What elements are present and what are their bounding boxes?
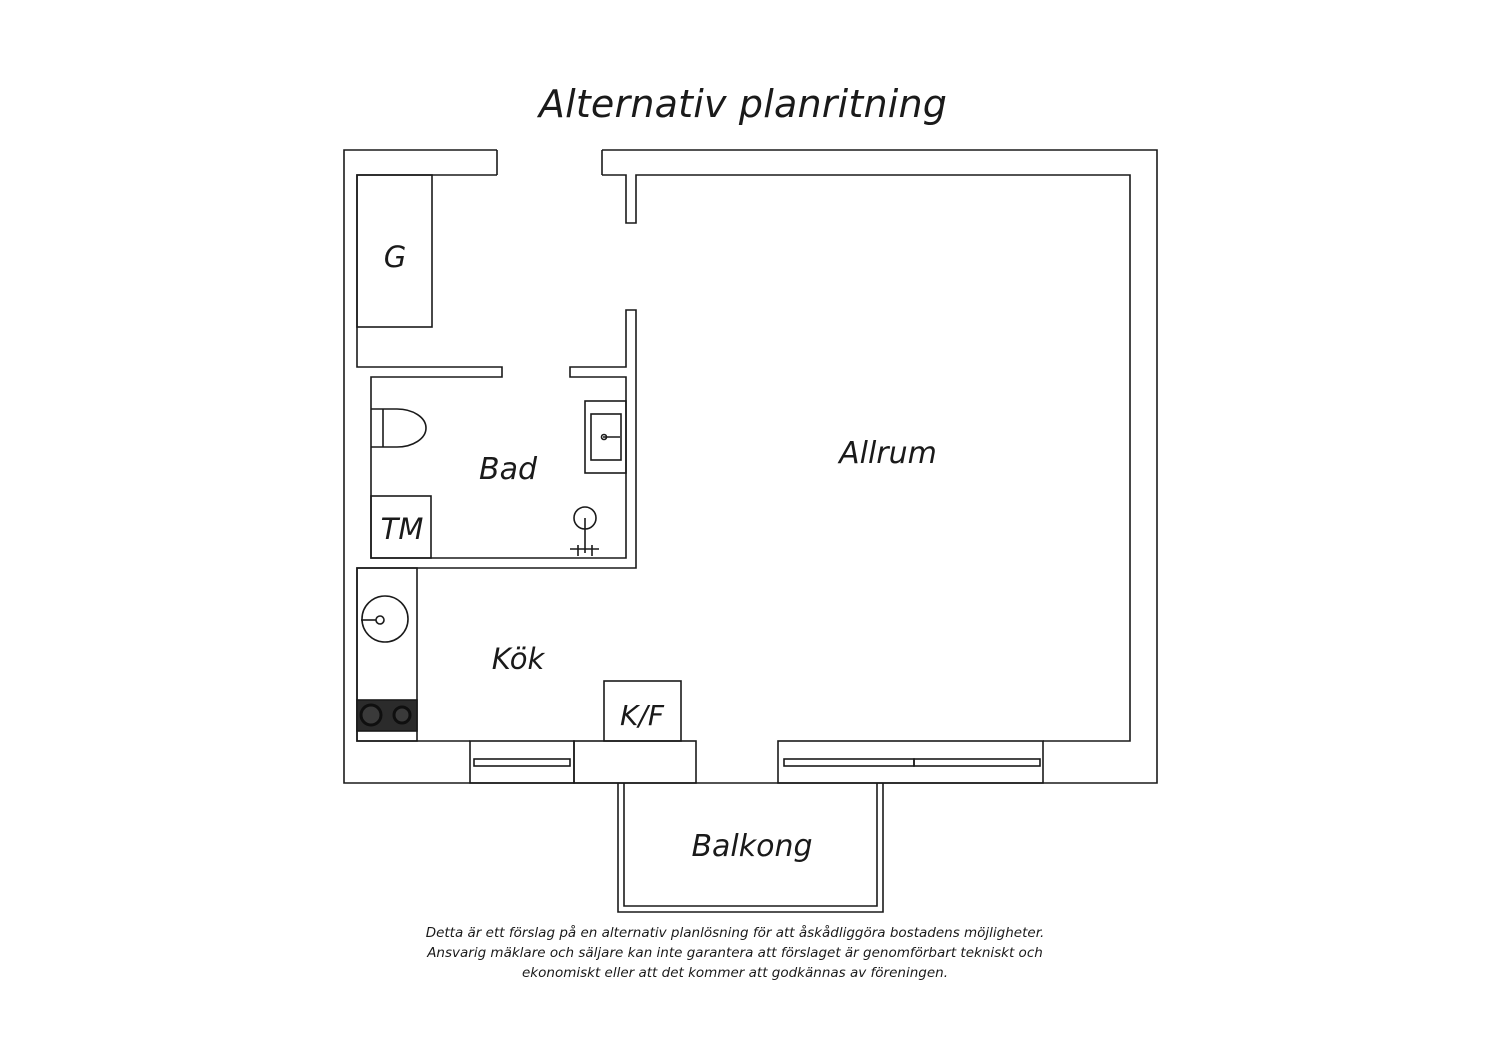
disclaimer-line-3: ekonomiskt eller att det kommer att godk…: [522, 965, 948, 981]
outer-walls: [343, 149, 1158, 784]
closet-cabinet: [356, 174, 433, 328]
shower: [570, 506, 599, 556]
plan-title: Alternativ planritning: [538, 82, 948, 126]
balcony-door-frame: [573, 740, 697, 784]
bathroom-sink: [584, 400, 627, 474]
window-living-room: [777, 740, 1044, 784]
window-kitchen: [469, 740, 575, 784]
label-bathroom: Bad: [479, 452, 538, 487]
disclaimer-line-1: Detta är ett förslag på en alternativ pl…: [425, 925, 1045, 941]
label-fridge-freezer: K/F: [620, 699, 665, 732]
laundry-machine: [370, 495, 432, 559]
label-closet: G: [384, 240, 406, 274]
balcony-outline: [617, 783, 884, 913]
disclaimer: Detta är ett förslag på en alternativ pl…: [0, 923, 1470, 983]
toilet: [371, 408, 427, 448]
label-kitchen: Kök: [492, 642, 546, 676]
stove: [356, 699, 418, 732]
kitchen-counter: [356, 567, 418, 742]
label-laundry: TM: [381, 512, 424, 546]
label-living-room: Allrum: [837, 436, 937, 471]
label-balcony: Balkong: [691, 829, 812, 864]
disclaimer-line-2: Ansvarig mäklare och säljare kan inte ga…: [427, 945, 1043, 961]
